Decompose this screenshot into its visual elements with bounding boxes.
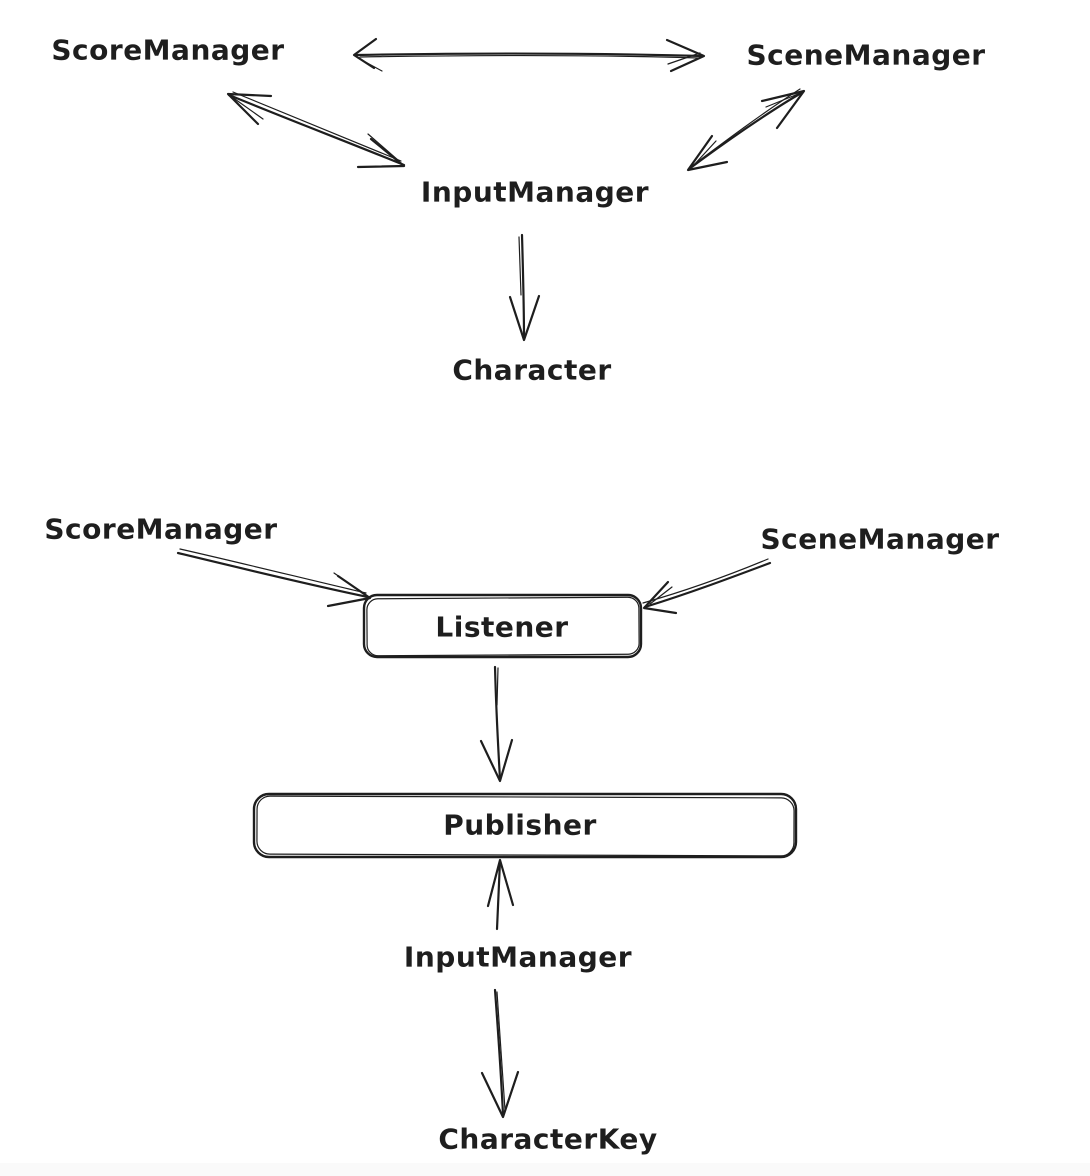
edge-inputmanager-publisher[interactable] [486,858,515,931]
edge-listener-publisher[interactable] [479,665,514,783]
node-character[interactable]: Character [452,353,612,387]
edge-scoremanager-listener[interactable] [176,548,372,608]
edge-scoremanager-scenemanager[interactable] [352,37,706,73]
node-bottom-score-manager[interactable]: ScoreManager [44,512,278,546]
publisher-box[interactable] [252,792,798,859]
node-bottom-input-manager[interactable]: InputManager [403,940,633,974]
edge-inputmanager-character[interactable] [508,233,541,342]
listener-box[interactable] [362,593,643,659]
edge-scoremanager-inputmanager[interactable] [226,91,406,169]
node-bottom-scene-manager[interactable]: SceneManager [760,522,1000,556]
node-character-key[interactable]: CharacterKey [438,1122,658,1156]
publisher-box-label[interactable]: Publisher [443,808,597,842]
node-top-score-manager[interactable]: ScoreManager [51,33,285,67]
node-top-scene-manager[interactable]: SceneManager [746,38,986,72]
bottom-edge-band [0,1163,1090,1176]
edge-inputmanager-characterkey[interactable] [480,988,520,1119]
edge-scenemanager-inputmanager[interactable] [686,88,806,172]
node-top-input-manager[interactable]: InputManager [420,175,650,209]
edge-scenemanager-listener[interactable] [642,558,772,615]
listener-box-label[interactable]: Listener [435,610,569,644]
